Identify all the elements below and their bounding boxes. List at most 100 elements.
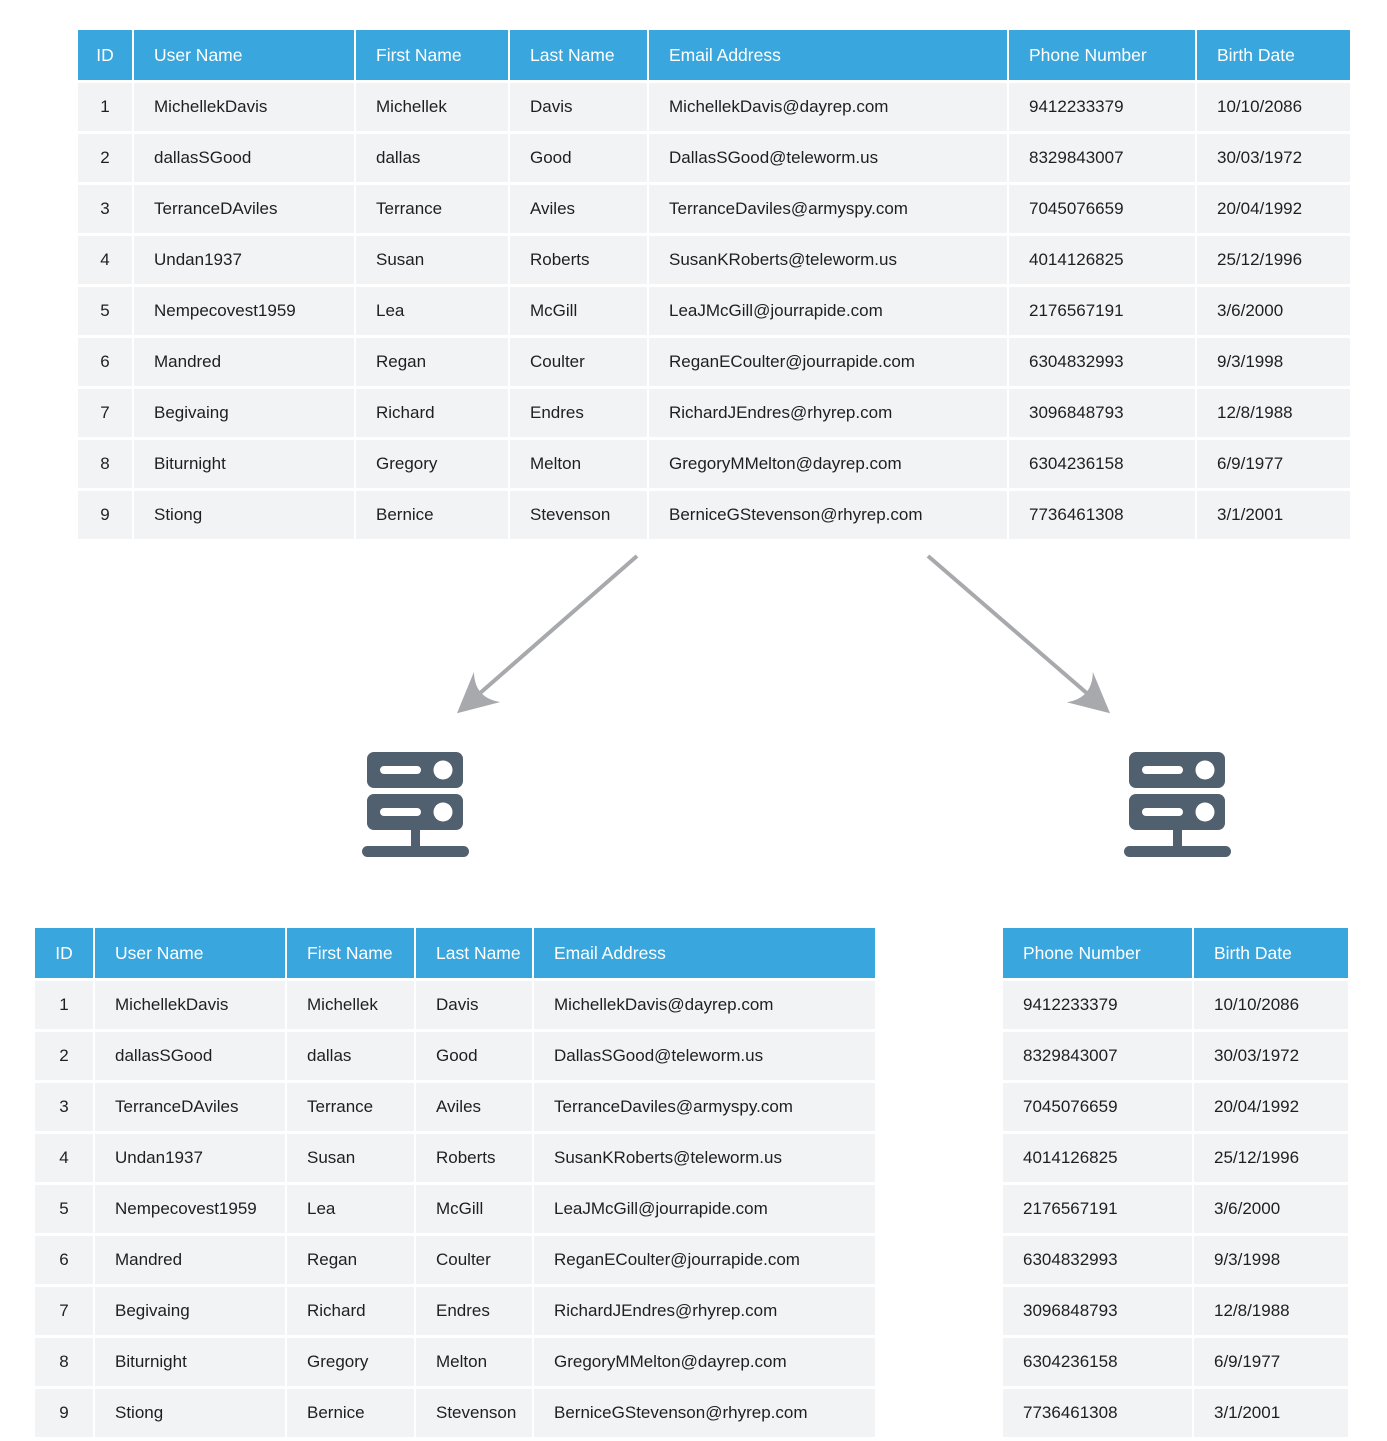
cell-last-name: Melton	[415, 1336, 534, 1389]
cell-user-name: TerranceDAviles	[94, 1081, 287, 1134]
column-header-user-name: User Name	[133, 30, 356, 83]
cell-phone: 7045076659	[1008, 183, 1197, 236]
cell-id: 2	[78, 132, 134, 185]
cell-id: 6	[35, 1234, 95, 1287]
cell-id: 8	[78, 438, 134, 491]
cell-email: SusanKRoberts@teleworm.us	[533, 1132, 875, 1185]
cell-email: GregoryMMelton@dayrep.com	[533, 1336, 875, 1389]
cell-phone: 7045076659	[1003, 1081, 1194, 1134]
cell-email: LeaJMcGill@jourrapide.com	[648, 285, 1009, 338]
cell-last-name: Good	[415, 1030, 534, 1083]
cell-user-name: Stiong	[94, 1387, 287, 1440]
column-header-id: ID	[35, 928, 95, 981]
cell-first-name: Michellek	[355, 81, 510, 134]
arrow-to-left-shard	[456, 554, 639, 714]
cell-birth-date: 25/12/1996	[1193, 1132, 1348, 1185]
cell-user-name: Undan1937	[133, 234, 356, 287]
cell-phone: 6304832993	[1003, 1234, 1194, 1287]
cell-id: 2	[35, 1030, 95, 1083]
cell-phone: 9412233379	[1008, 81, 1197, 134]
cell-last-name: Good	[509, 132, 649, 185]
cell-phone: 2176567191	[1008, 285, 1197, 338]
server-icon	[1124, 752, 1236, 862]
cell-user-name: Biturnight	[133, 438, 356, 491]
cell-first-name: Regan	[355, 336, 510, 389]
cell-id: 4	[35, 1132, 95, 1185]
column-header-birth-date: Birth Date	[1193, 928, 1348, 981]
cell-last-name: Endres	[509, 387, 649, 440]
cell-email: MichellekDavis@dayrep.com	[648, 81, 1009, 134]
cell-birth-date: 9/3/1998	[1193, 1234, 1348, 1287]
cell-id: 7	[78, 387, 134, 440]
cell-email: DallasSGood@teleworm.us	[648, 132, 1009, 185]
cell-user-name: Begivaing	[94, 1285, 287, 1338]
cell-birth-date: 3/6/2000	[1196, 285, 1350, 338]
cell-birth-date: 10/10/2086	[1196, 81, 1350, 134]
column-header-birth-date: Birth Date	[1196, 30, 1350, 83]
cell-birth-date: 9/3/1998	[1196, 336, 1350, 389]
cell-id: 7	[35, 1285, 95, 1338]
cell-phone: 7736461308	[1003, 1387, 1194, 1440]
column-header-last-name: Last Name	[509, 30, 649, 83]
cell-id: 8	[35, 1336, 95, 1389]
cell-first-name: Susan	[355, 234, 510, 287]
column-header-email: Email Address	[648, 30, 1009, 83]
cell-phone: 3096848793	[1008, 387, 1197, 440]
cell-id: 1	[35, 979, 95, 1032]
cell-birth-date: 30/03/1972	[1196, 132, 1350, 185]
cell-last-name: Endres	[415, 1285, 534, 1338]
cell-id: 6	[78, 336, 134, 389]
cell-first-name: Susan	[286, 1132, 416, 1185]
cell-email: BerniceGStevenson@rhyrep.com	[533, 1387, 875, 1440]
cell-user-name: dallasSGood	[133, 132, 356, 185]
cell-first-name: Bernice	[355, 489, 510, 542]
cell-email: RichardJEndres@rhyrep.com	[533, 1285, 875, 1338]
cell-first-name: Michellek	[286, 979, 416, 1032]
cell-email: TerranceDaviles@armyspy.com	[533, 1081, 875, 1134]
cell-phone: 9412233379	[1003, 979, 1194, 1032]
cell-id: 9	[35, 1387, 95, 1440]
cell-first-name: Terrance	[355, 183, 510, 236]
cell-email: MichellekDavis@dayrep.com	[533, 979, 875, 1032]
cell-user-name: MichellekDavis	[94, 979, 287, 1032]
cell-birth-date: 30/03/1972	[1193, 1030, 1348, 1083]
cell-user-name: Mandred	[133, 336, 356, 389]
cell-last-name: Davis	[415, 979, 534, 1032]
cell-id: 4	[78, 234, 134, 287]
cell-birth-date: 6/9/1977	[1193, 1336, 1348, 1389]
cell-user-name: Begivaing	[133, 387, 356, 440]
column-header-id: ID	[78, 30, 134, 83]
cell-last-name: McGill	[415, 1183, 534, 1236]
cell-email: LeaJMcGill@jourrapide.com	[533, 1183, 875, 1236]
arrow-to-right-shard	[926, 554, 1111, 714]
server-icon	[362, 752, 474, 862]
cell-email: RichardJEndres@rhyrep.com	[648, 387, 1009, 440]
cell-birth-date: 20/04/1992	[1196, 183, 1350, 236]
cell-birth-date: 3/1/2001	[1196, 489, 1350, 542]
cell-last-name: Stevenson	[509, 489, 649, 542]
cell-email: ReganECoulter@jourrapide.com	[533, 1234, 875, 1287]
cell-id: 5	[35, 1183, 95, 1236]
cell-last-name: Coulter	[415, 1234, 534, 1287]
cell-first-name: Lea	[286, 1183, 416, 1236]
cell-last-name: Roberts	[415, 1132, 534, 1185]
